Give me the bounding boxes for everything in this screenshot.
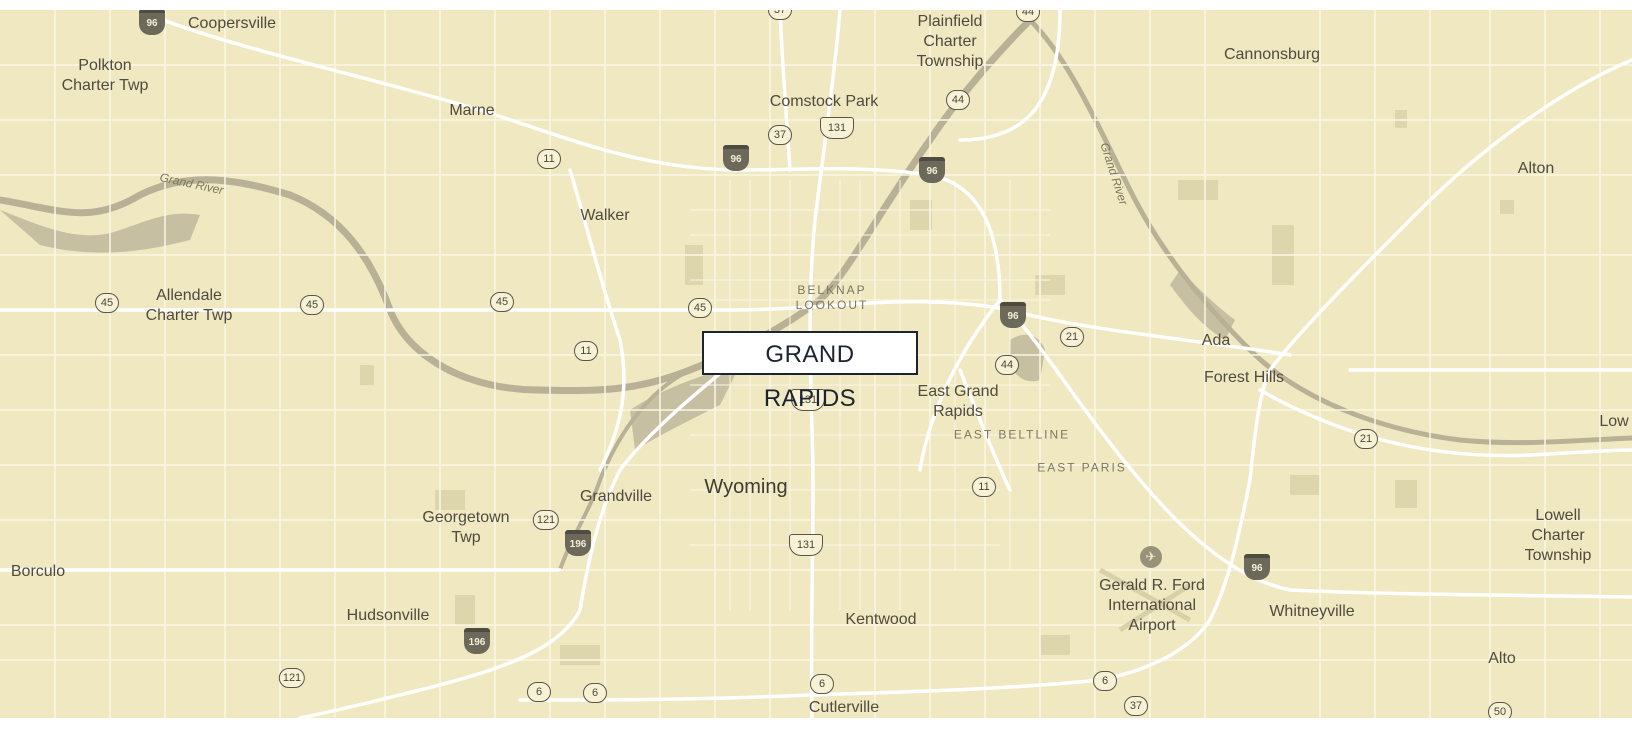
route-shield-6: 6 — [810, 674, 834, 694]
place-wyoming: Wyoming — [704, 476, 788, 498]
route-shield-45: 45 — [688, 298, 712, 318]
place-cannonsburg: Cannonsburg — [1223, 46, 1321, 63]
route-shield-6: 6 — [1093, 671, 1117, 691]
place-lowell: Low — [1599, 413, 1629, 430]
route-shield-121: 121 — [278, 668, 306, 688]
place-coopersville: Coopersville — [187, 15, 277, 32]
place-alton: Alton — [1517, 160, 1555, 177]
route-shield-44: 44 — [946, 90, 970, 110]
route-shield-121: 121 — [532, 510, 560, 530]
route-shield-11: 11 — [574, 341, 598, 361]
place-grandville: Grandville — [579, 488, 653, 505]
route-shield-131: 131 — [789, 534, 823, 556]
place-polkton: Polkton Charter Twp — [61, 57, 149, 94]
minor-roads — [0, 10, 1632, 718]
place-plainfield: Plainfield Charter Township — [916, 13, 984, 70]
place-comstock-park: Comstock Park — [769, 93, 879, 110]
route-shield-6: 6 — [527, 682, 551, 702]
city-grid — [690, 180, 1050, 610]
route-shield-6: 6 — [583, 683, 607, 703]
route-shield-11: 11 — [537, 149, 561, 169]
place-east-grand-rapids: East Grand Rapids — [917, 383, 999, 420]
place-alto: Alto — [1488, 650, 1516, 667]
route-shield-44: 44 — [995, 355, 1019, 375]
route-shield-96: 96 — [139, 10, 165, 35]
route-shield-45: 45 — [95, 293, 119, 313]
route-shield-131: 131 — [820, 117, 854, 139]
highways — [0, 10, 1632, 718]
place-walker: Walker — [580, 207, 630, 224]
route-shield-37: 37 — [768, 125, 792, 145]
route-shield-196: 196 — [464, 628, 490, 654]
route-shield-96: 96 — [723, 145, 749, 171]
map-base-layer — [0, 10, 1632, 718]
route-shield-196: 196 — [565, 530, 591, 556]
place-cutlerville: Cutlerville — [808, 699, 880, 716]
route-shield-21: 21 — [1060, 327, 1084, 347]
route-shield-96: 96 — [919, 157, 945, 183]
place-forest-hills: Forest Hills — [1203, 369, 1285, 386]
place-hudsonville: Hudsonville — [346, 607, 430, 624]
route-shield-37: 37 — [1124, 696, 1148, 716]
route-shield-11: 11 — [972, 477, 996, 497]
airplane-icon[interactable]: ✈ — [1140, 546, 1162, 568]
district-east-beltline: EAST BELTLINE — [953, 427, 1071, 442]
place-kentwood: Kentwood — [845, 611, 917, 628]
route-shield-45: 45 — [490, 292, 514, 312]
place-lowell-charter: Lowell Charter Township — [1524, 507, 1592, 564]
route-shield-45: 45 — [300, 295, 324, 315]
place-borculo: Borculo — [10, 563, 66, 580]
district-belknap-lookout: BELKNAP LOOKOUT — [795, 283, 869, 312]
route-shield-21: 21 — [1354, 429, 1378, 449]
place-marne: Marne — [449, 102, 495, 119]
map-canvas[interactable]: Coopersville Polkton Charter Twp Marne P… — [0, 10, 1632, 718]
city-label-grand-rapids[interactable]: GRAND RAPIDS — [702, 331, 918, 412]
district-east-paris: EAST PARIS — [1037, 460, 1127, 475]
route-shield-96: 96 — [1000, 302, 1026, 328]
place-ada: Ada — [1201, 332, 1231, 349]
place-georgetown: Georgetown Twp — [422, 509, 510, 546]
route-shield-131: 131 — [791, 389, 825, 411]
airport-runways — [1098, 567, 1192, 633]
route-shield-50: 50 — [1488, 702, 1512, 718]
place-allendale: Allendale Charter Twp — [145, 287, 233, 324]
route-shield-96: 96 — [1244, 554, 1270, 580]
place-gerald-ford-airport: Gerald R. Ford International Airport — [1099, 577, 1205, 634]
place-whitneyville: Whitneyville — [1269, 603, 1355, 620]
